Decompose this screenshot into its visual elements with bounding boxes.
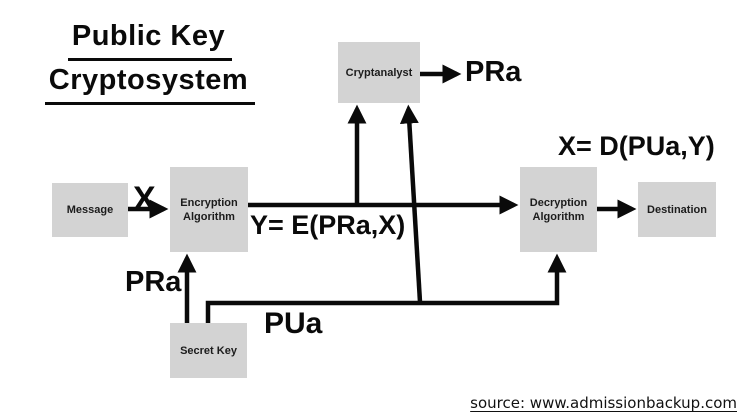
public-key-pua-label: PUa xyxy=(264,307,323,340)
secret-key-label: Secret Key xyxy=(180,344,237,357)
private-key-pra-label: PRa xyxy=(125,266,182,298)
cryptanalyst-pra-label: PRa xyxy=(465,56,522,88)
arrow-public-key-line-to-cryptanalyst xyxy=(399,104,423,303)
plaintext-x-label: X xyxy=(133,180,156,218)
destination-box: Destination xyxy=(638,182,716,237)
message-box-label: Message xyxy=(66,204,114,216)
arrow-secretkey-to-decryption xyxy=(205,253,567,325)
message-box: Message xyxy=(52,183,128,237)
title-line-1: Public Key xyxy=(67,22,233,61)
source-attribution: source: www.admissionbackup.com xyxy=(470,394,737,412)
cryptanalyst-box: Cryptanalyst xyxy=(338,42,420,103)
destination-label: Destination xyxy=(647,203,707,216)
encryption-algorithm-label: Encryption Algorithm xyxy=(180,196,238,223)
decryption-algorithm-label: Decryption Algorithm xyxy=(529,196,588,223)
title-line-2: Cryptosystem xyxy=(44,66,256,105)
decryption-equation-label: X= D(PUa,Y) xyxy=(558,131,715,161)
diagram-title: Public Key Cryptosystem xyxy=(38,22,262,110)
ciphertext-equation-label: Y= E(PRa,X) xyxy=(250,210,406,240)
decryption-algorithm-box: Decryption Algorithm xyxy=(520,167,597,252)
encryption-algorithm-box: Encryption Algorithm xyxy=(170,167,248,252)
cryptanalyst-label: Cryptanalyst xyxy=(345,66,413,79)
secret-key-box: Secret Key xyxy=(170,323,247,378)
